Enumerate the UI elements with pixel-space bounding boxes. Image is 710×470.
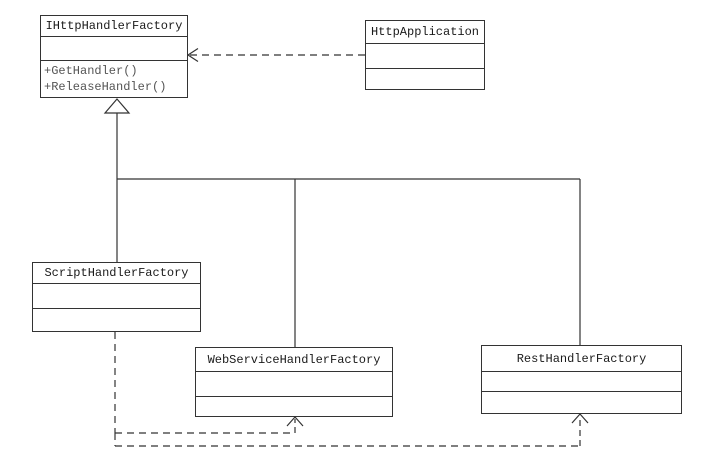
method-label: +ReleaseHandler(): [44, 80, 167, 94]
class-methods-compartment: [33, 309, 200, 331]
class-attributes-compartment: [196, 372, 392, 397]
class-attributes-compartment: [366, 44, 484, 69]
dependency-arrow-scripthandlerfactory-to-resthandlerfactory: [114, 413, 589, 447]
class-title: RestHandlerFactory: [482, 346, 681, 372]
class-title: IHttpHandlerFactory: [41, 16, 187, 37]
dependency-arrow-httpapplication-to-ihttphandlerfactory: [186, 47, 365, 63]
class-methods-compartment: [366, 69, 484, 89]
class-ihttphandlerfactory[interactable]: IHttpHandlerFactory +GetHandler() +Relea…: [40, 15, 188, 98]
class-httpapplication[interactable]: HttpApplication: [365, 20, 485, 90]
open-arrowhead-icon: [286, 416, 304, 427]
generalization-tree: [103, 98, 581, 347]
class-title: WebServiceHandlerFactory: [196, 348, 392, 372]
class-methods-compartment: +GetHandler() +ReleaseHandler(): [41, 61, 187, 97]
class-attributes-compartment: [33, 284, 200, 309]
open-arrowhead-icon: [186, 47, 199, 63]
class-methods-compartment: [196, 397, 392, 416]
open-arrowhead-icon: [571, 413, 589, 424]
dependency-arrow-scripthandlerfactory-to-webservicehandlerfactory: [114, 332, 304, 434]
hollow-triangle-icon: [103, 98, 131, 114]
class-resthandlerfactory[interactable]: RestHandlerFactory: [481, 345, 682, 414]
method-label: +GetHandler(): [44, 64, 138, 78]
class-webservicehandlerfactory[interactable]: WebServiceHandlerFactory: [195, 347, 393, 417]
class-methods-compartment: [482, 392, 681, 413]
class-scripthandlerfactory[interactable]: ScriptHandlerFactory: [32, 262, 201, 332]
class-title: ScriptHandlerFactory: [33, 263, 200, 284]
class-attributes-compartment: [482, 372, 681, 392]
class-title: HttpApplication: [366, 21, 484, 44]
class-attributes-compartment: [41, 37, 187, 61]
